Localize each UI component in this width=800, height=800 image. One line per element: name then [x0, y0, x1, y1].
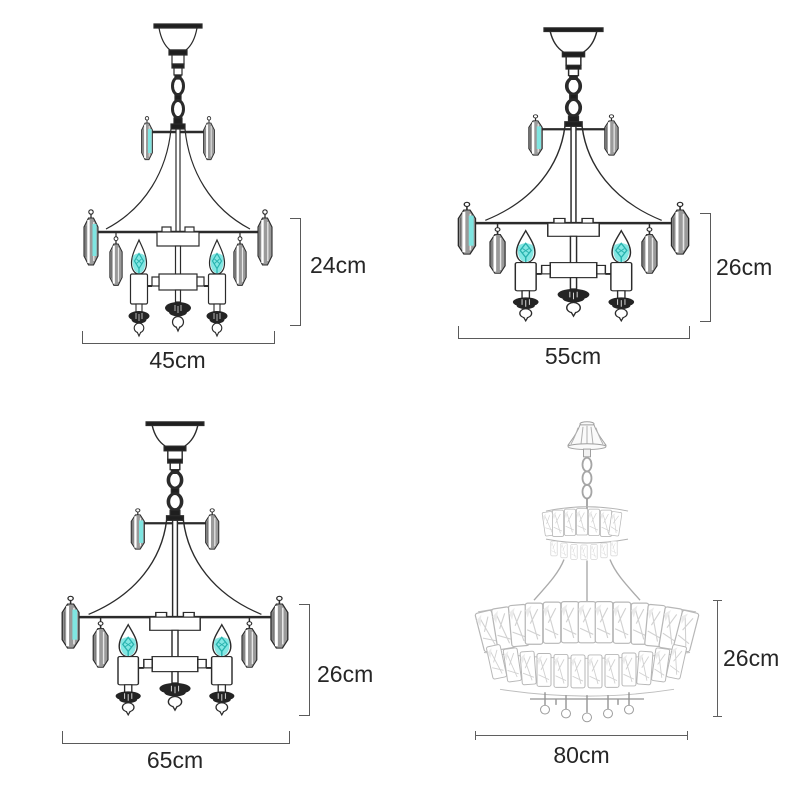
chandelier-80cm-photo — [460, 420, 700, 730]
width-label: 80cm — [553, 742, 610, 768]
height-bracket — [299, 604, 310, 716]
height-label: 26cm — [723, 645, 780, 671]
width-bracket — [82, 331, 275, 344]
height-bracket — [290, 218, 301, 326]
width-label: 45cm — [149, 347, 206, 373]
width-bracket — [62, 731, 290, 744]
width-label: 55cm — [544, 343, 602, 369]
width-bracket — [458, 326, 690, 339]
height-bracket — [700, 213, 711, 322]
width-line — [475, 731, 688, 740]
height-label: 26cm — [716, 254, 773, 280]
height-label: 24cm — [310, 252, 367, 278]
width-label: 65cm — [146, 747, 204, 773]
height-line — [713, 600, 722, 717]
height-label: 26cm — [317, 661, 374, 687]
